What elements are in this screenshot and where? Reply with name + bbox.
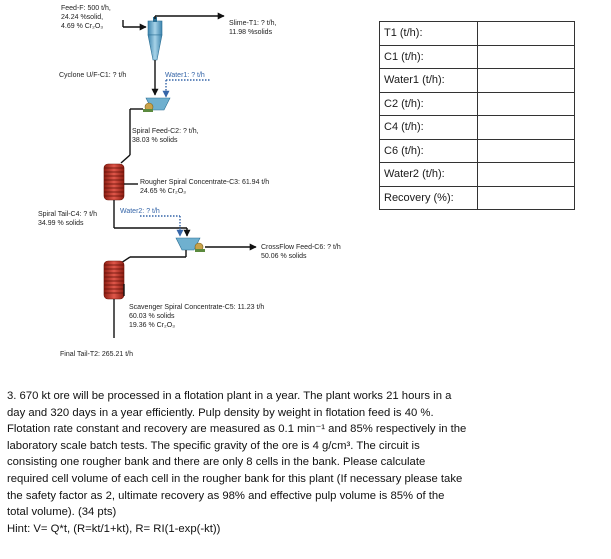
table-label: Water2 (t/h):: [379, 162, 478, 187]
table-row: C1 (t/h):: [379, 44, 575, 69]
question-line: Flotation rate constant and recovery are…: [7, 423, 467, 436]
table-row: C2 (t/h):: [379, 91, 575, 116]
table-label: Water1 (t/h):: [379, 68, 478, 93]
hydrocyclone-icon: [147, 17, 163, 61]
flowsheet-diagram: [103, 12, 257, 338]
table-value-cell[interactable]: [477, 21, 575, 46]
question-line: required cell volume of each cell in the…: [7, 472, 463, 485]
table-row: C4 (t/h):: [379, 115, 575, 140]
water1-label: Water1: ? t/h: [165, 72, 205, 79]
table-value-cell[interactable]: [477, 138, 575, 163]
question-line: consisting one rougher bank and there ar…: [7, 456, 426, 469]
question-line: day and 320 days in a year efficiently. …: [7, 406, 434, 419]
question-line: the safety factor as 2, ultimate recover…: [7, 489, 445, 502]
table-row: Water1 (t/h):: [379, 68, 575, 93]
question-line: 3. 670 kt ore will be processed in a flo…: [7, 390, 452, 402]
table-label: C4 (t/h):: [379, 115, 478, 140]
scavenger-spiral-icon: [103, 260, 125, 300]
table-label: Recovery (%):: [379, 185, 478, 210]
table-value-cell[interactable]: [477, 185, 575, 210]
table-value-cell[interactable]: [477, 162, 575, 187]
answer-table: T1 (t/h): C1 (t/h): Water1 (t/h): C2 (t/…: [379, 21, 575, 210]
slime-label: Slime-T1: ? t/h,11.98 %solids: [229, 20, 277, 36]
rougher-concentrate-label: Rougher Spiral Concentrate-C3: 61.94 t/h…: [140, 179, 270, 195]
table-value-cell[interactable]: [477, 68, 575, 93]
pump-sump-2-icon: [175, 237, 205, 252]
table-value-cell[interactable]: [477, 91, 575, 116]
table-label: T1 (t/h):: [379, 21, 478, 46]
table-row: Recovery (%):: [379, 185, 575, 210]
question-line: laboratory scale batch tests. The specif…: [7, 439, 420, 452]
table-value-cell[interactable]: [477, 44, 575, 69]
cyclone-underflow-label: Cyclone U/F-C1: ? t/h: [59, 72, 127, 79]
pump-sump-1-icon: [143, 97, 171, 112]
water2-label: Water2: ? t/h: [120, 208, 160, 215]
rougher-spiral-icon: [103, 163, 125, 201]
table-row: Water2 (t/h):: [379, 162, 575, 187]
spiral-feed-turn: [120, 154, 131, 164]
table-row: T1 (t/h):: [379, 21, 575, 46]
table-label: C1 (t/h):: [379, 44, 478, 69]
scavenger-concentrate-label: Scavenger Spiral Concentrate-C5: 11.23 t…: [129, 304, 265, 329]
question-line: total volume). (34 pts): [7, 506, 117, 519]
table-row: C6 (t/h):: [379, 138, 575, 163]
feed-label: Feed-F: 500 t/h,24.24 %solid,4.69 % Cr₂O…: [61, 5, 111, 30]
table-label: C6 (t/h):: [379, 138, 478, 163]
question-block: 3. 670 kt ore will be processed in a flo…: [7, 388, 607, 537]
table-label: C2 (t/h):: [379, 91, 478, 116]
final-tail-label: Final Tail-T2: 265.21 t/h: [60, 351, 134, 358]
spiral-feed-label: Spiral Feed-C2: ? t/h,38.03 % solids: [132, 128, 199, 144]
table-value-cell[interactable]: [477, 115, 575, 140]
question-hint: Hint: V= Q*t, (R=kt/1+kt), R= RI(1-exp(-…: [7, 522, 221, 535]
